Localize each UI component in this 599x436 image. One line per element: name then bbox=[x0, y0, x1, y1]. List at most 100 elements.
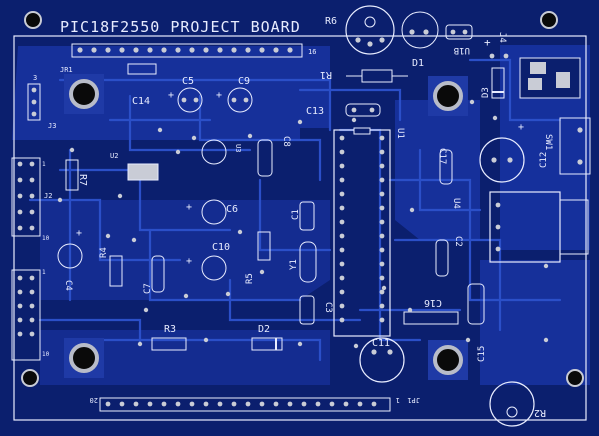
c9-capacitor bbox=[227, 87, 253, 113]
copper-pour bbox=[395, 100, 480, 240]
c10-label: C10 bbox=[212, 242, 230, 253]
c17-label: C17 bbox=[437, 148, 447, 164]
r3-label: R3 bbox=[164, 324, 176, 335]
jp1-label: JP1 bbox=[407, 396, 420, 404]
c6-label: C6 bbox=[226, 204, 238, 215]
c12-capacitor bbox=[479, 137, 525, 183]
d2-label: D2 bbox=[258, 324, 270, 335]
j3-pins bbox=[31, 87, 37, 117]
j2-header bbox=[11, 157, 41, 237]
j1-pin1: 1 bbox=[42, 269, 46, 276]
r7-resistor bbox=[65, 159, 79, 191]
r6-wiper bbox=[364, 16, 376, 28]
c8-capacitor bbox=[257, 139, 273, 177]
j2-pin10: 10 bbox=[42, 235, 50, 242]
c16-label: C16 bbox=[424, 297, 442, 308]
c17-capacitor bbox=[439, 149, 453, 185]
c4-capacitor bbox=[57, 243, 83, 269]
standoffs bbox=[64, 74, 468, 380]
r2-wiper bbox=[506, 406, 518, 418]
u1b-outline bbox=[445, 24, 473, 40]
standoff-hole bbox=[69, 343, 99, 373]
copper-pour bbox=[480, 260, 590, 385]
r1-label: R1 bbox=[320, 69, 332, 80]
c4-plus: + bbox=[76, 228, 82, 239]
jp1-pin20: 20 bbox=[90, 396, 98, 404]
vias bbox=[57, 99, 549, 349]
r6-pins bbox=[355, 37, 385, 47]
u1-pins bbox=[339, 135, 385, 323]
r5-resistor bbox=[257, 231, 271, 261]
standoff-hole bbox=[69, 79, 99, 109]
c13-capacitor bbox=[345, 103, 381, 117]
sw1-label: SW1 bbox=[543, 134, 553, 150]
r4-label: R4 bbox=[99, 247, 109, 258]
mounting-hole bbox=[566, 369, 584, 387]
j2-pins bbox=[17, 161, 35, 231]
board-outline bbox=[13, 35, 587, 421]
r2-label: R2 bbox=[534, 407, 546, 418]
copper-pour bbox=[12, 46, 330, 140]
c6-capacitor bbox=[201, 199, 227, 225]
r4-resistor bbox=[109, 255, 123, 287]
u2-chip bbox=[127, 163, 159, 181]
y1-label: Y1 bbox=[289, 259, 299, 270]
d3-diode bbox=[491, 67, 505, 99]
c6-plus: + bbox=[186, 202, 192, 213]
mounting-holes bbox=[21, 11, 584, 387]
j1-pins bbox=[17, 275, 35, 337]
c5-label: C5 bbox=[182, 76, 194, 87]
u1b-pins bbox=[450, 29, 468, 35]
j2-label: J2 bbox=[44, 192, 52, 200]
d1-label: D1 bbox=[412, 58, 424, 69]
jr1-header-outline bbox=[71, 43, 303, 58]
c4-label: C4 bbox=[63, 280, 73, 291]
power-jack-pad bbox=[556, 72, 570, 88]
c10-plus: + bbox=[186, 256, 192, 267]
y1-crystal bbox=[299, 241, 317, 283]
c15-label: C15 bbox=[477, 346, 487, 362]
c11-label: C11 bbox=[372, 338, 390, 349]
c2-capacitor bbox=[435, 239, 449, 277]
j3-header bbox=[27, 83, 41, 121]
r3-resistor bbox=[151, 337, 187, 351]
sw1-pins bbox=[577, 127, 583, 165]
u1-label: U1 bbox=[395, 128, 405, 139]
c9-plus: + bbox=[216, 90, 222, 101]
standoff-hole bbox=[433, 345, 463, 375]
r5-label: R5 bbox=[245, 273, 255, 284]
standoff-hole bbox=[433, 81, 463, 111]
r7-label: R7 bbox=[77, 174, 88, 186]
c7-capacitor bbox=[151, 255, 165, 293]
j1-header bbox=[11, 269, 41, 361]
power-jack-pad bbox=[530, 62, 546, 74]
c5-plus: + bbox=[168, 90, 174, 101]
c1-capacitor bbox=[299, 201, 315, 231]
c10-capacitor bbox=[201, 255, 227, 281]
j3-pin3: 3 bbox=[33, 74, 37, 82]
copper-pour bbox=[40, 330, 330, 385]
j2-pin1: 1 bbox=[42, 161, 46, 168]
c7-label: C7 bbox=[143, 283, 153, 294]
c3-label: C3 bbox=[323, 302, 333, 313]
mounting-hole bbox=[21, 369, 39, 387]
u4-pins bbox=[495, 202, 501, 252]
u4-label: U4 bbox=[451, 198, 461, 209]
c13-label: C13 bbox=[306, 106, 324, 117]
j1-pin10: 10 bbox=[42, 351, 50, 358]
c15-capacitor bbox=[467, 283, 485, 325]
jr1-pin16-label: 16 bbox=[308, 48, 316, 56]
j4-pins bbox=[489, 53, 509, 59]
jr1-label: JR1 bbox=[60, 66, 73, 74]
u2-label: U2 bbox=[110, 152, 118, 160]
u4-tab bbox=[559, 199, 589, 255]
d2-diode bbox=[251, 337, 283, 351]
j3-label: J3 bbox=[48, 122, 56, 130]
c12-plus: + bbox=[518, 122, 524, 133]
u1-notch bbox=[353, 127, 371, 135]
c16-capacitor bbox=[403, 311, 459, 325]
u3-label: U3 bbox=[234, 144, 242, 152]
c5-capacitor bbox=[177, 87, 203, 113]
c2-label: C2 bbox=[453, 236, 463, 247]
